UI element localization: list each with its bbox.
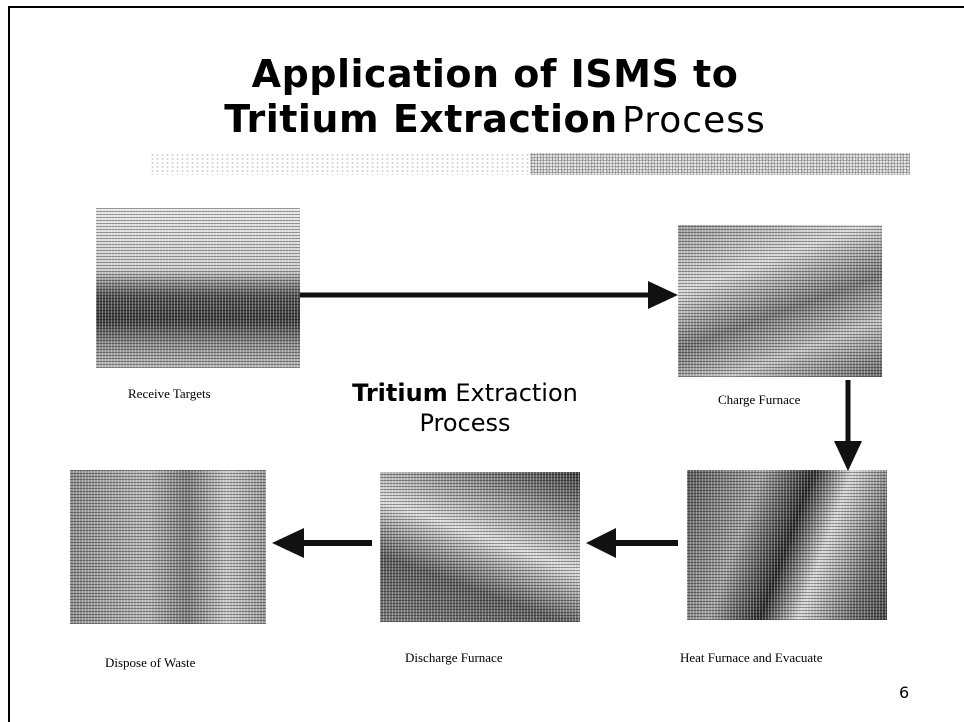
- title-line-2-plain: Process: [622, 99, 766, 141]
- center-label-rest: Extraction: [455, 379, 578, 407]
- charge-furnace-photo: [678, 225, 882, 377]
- arrow-head-discharge-to-dispose: [272, 528, 304, 558]
- title-line-1: Application of ISMS to: [251, 52, 739, 96]
- slide-title: Application of ISMS to Tritium Extractio…: [110, 52, 880, 142]
- arrow-head-heat-to-discharge: [586, 528, 616, 558]
- title-line-2: Tritium Extraction Process: [110, 97, 880, 142]
- arrow-head-receive-to-charge: [648, 281, 678, 309]
- center-label-line2: Process: [419, 409, 511, 437]
- page-number: 6: [899, 683, 910, 702]
- arrow-head-charge-to-heat: [834, 441, 862, 471]
- step-label-heat-furnace: Heat Furnace and Evacuate: [680, 650, 823, 665]
- step-label-discharge-furnace: Discharge Furnace: [405, 650, 503, 665]
- heat-furnace-photo: [687, 470, 887, 620]
- step-label-receive-targets: Receive Targets: [128, 386, 211, 401]
- slide-frame-top: [8, 6, 964, 8]
- discharge-furnace-photo: [380, 472, 580, 622]
- step-label-charge-furnace: Charge Furnace: [718, 392, 801, 407]
- dispose-waste-photo: [70, 470, 266, 624]
- title-line-2-bold: Tritium Extraction: [224, 96, 618, 141]
- center-label-bold: Tritium: [352, 379, 448, 407]
- scan-noise-heavy: [530, 153, 910, 175]
- slide-frame-left: [8, 6, 10, 722]
- process-center-label: Tritium Extraction Process: [320, 378, 610, 438]
- receive-targets-photo: [96, 208, 300, 368]
- step-label-dispose-waste: Dispose of Waste: [105, 655, 196, 670]
